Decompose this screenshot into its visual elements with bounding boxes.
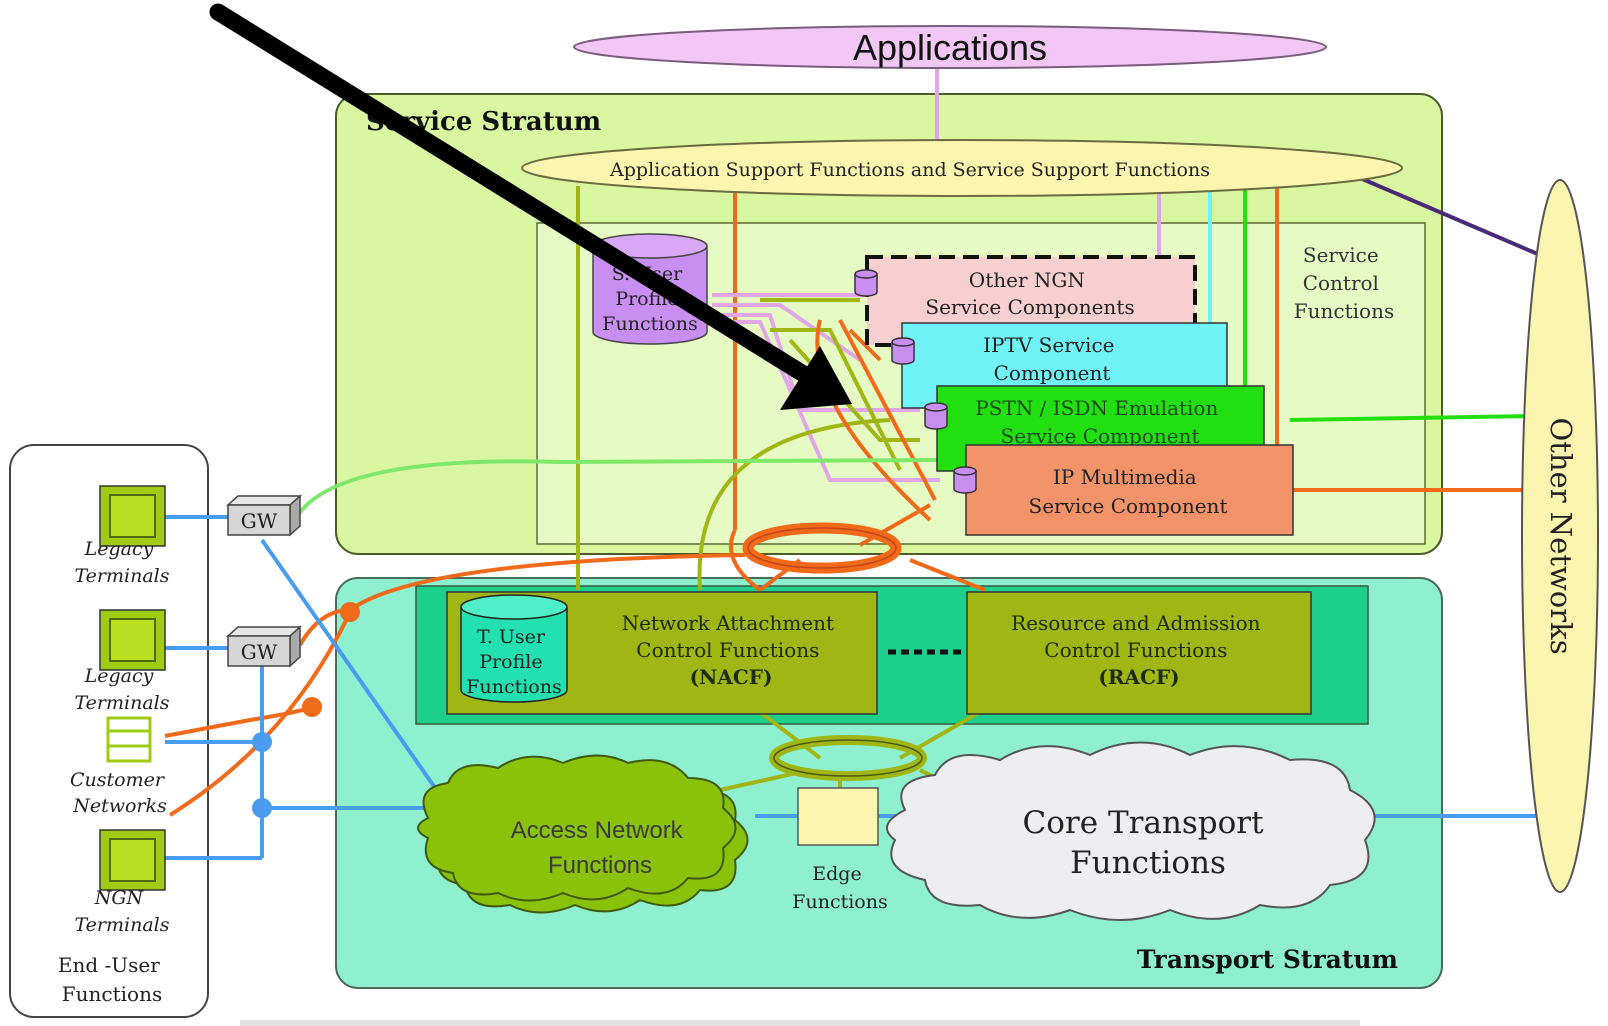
support-functions-ellipse	[521, 139, 1403, 197]
connector-icons	[854, 269, 977, 494]
racf-label: Resource and Admission Control Functions…	[1011, 611, 1267, 689]
connection-lines	[164, 66, 1541, 860]
access-network-cloud	[417, 754, 749, 914]
applications-label: Applications	[853, 27, 1047, 68]
iptv-label: IPTV Service Component	[983, 333, 1121, 385]
other-networks-ellipse	[1521, 179, 1599, 893]
ngn-terminal-icon	[99, 829, 166, 891]
t-user-profile-cylinder: T. User Profile Functions	[460, 594, 568, 703]
applications-ellipse	[573, 25, 1327, 69]
customer-networks-label: Customer Networks	[70, 769, 170, 817]
edge-functions-box	[797, 787, 879, 846]
edge-functions-label: Edge Functions	[792, 863, 887, 913]
racf-box	[966, 591, 1312, 715]
support-functions-label: Application Support Functions and Servic…	[609, 159, 1210, 181]
gateway-1: GW	[226, 494, 302, 537]
gateway-2-label: GW	[241, 640, 278, 664]
ngn-terminals-label: NGN Terminals	[74, 887, 169, 936]
end-user-functions-label: End -User Functions	[58, 953, 166, 1006]
legacy-terminal-2-label: Legacy Terminals	[74, 665, 169, 714]
bottom-caption-remnant	[240, 1020, 1360, 1026]
customer-network-icon	[106, 716, 152, 763]
core-transport-label: Core Transport Functions	[1023, 805, 1274, 881]
transport-ring-inner	[773, 739, 923, 777]
junction-dot	[340, 602, 360, 622]
gateway-2: GW	[226, 625, 302, 668]
gateway-1-label: GW	[241, 509, 278, 533]
svg-text:T. User Profile Fu: T. User Profile Functions	[466, 626, 561, 698]
service-transport-ring-inner	[747, 527, 897, 569]
legacy-terminal-2-icon	[99, 609, 166, 671]
nacf-label: Network Attachment Control Functions (NA…	[622, 611, 841, 689]
junction-dot	[252, 798, 272, 818]
ip-multimedia-label: IP Multimedia Service Component	[1029, 465, 1228, 518]
core-transport-cloud	[886, 741, 1376, 921]
ip-multimedia-component	[965, 444, 1294, 536]
legacy-terminal-1-label: Legacy Terminals	[74, 538, 169, 587]
access-network-label: Access Network Functions	[511, 817, 690, 879]
legacy-terminal-1-icon	[99, 485, 166, 547]
junction-dot	[252, 732, 272, 752]
service-control-label: Service Control Functions	[1294, 243, 1394, 323]
other-networks-label: Other Networks	[1544, 417, 1578, 654]
junction-dot	[302, 697, 322, 717]
pointer-arrow-icon	[209, 3, 852, 410]
other-ngn-label: Other NGN Service Components	[925, 268, 1134, 319]
transport-stratum-title: Transport Stratum	[1137, 945, 1398, 974]
pstn-label: PSTN / ISDN Emulation Service Component	[975, 396, 1224, 448]
